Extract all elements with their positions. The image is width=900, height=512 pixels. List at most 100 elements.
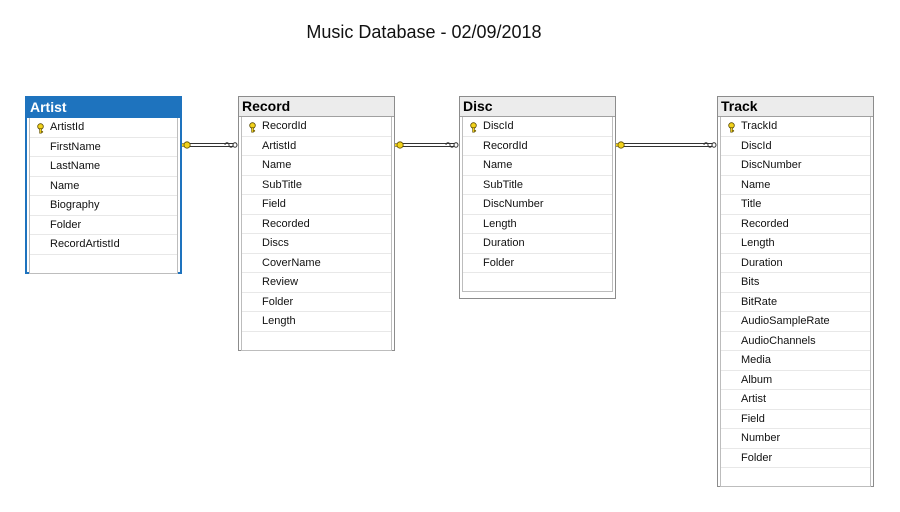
column-row[interactable]: Biography — [30, 196, 177, 216]
column-row[interactable]: Bits — [721, 273, 870, 293]
column-row[interactable]: BitRate — [721, 293, 870, 312]
column-name: Artist — [741, 393, 767, 405]
empty-row — [721, 468, 870, 486]
column-row[interactable]: Review — [242, 273, 391, 293]
column-row[interactable]: Duration — [721, 254, 870, 273]
column-name: Length — [262, 315, 296, 327]
empty-row — [242, 332, 391, 350]
column-name: Review — [262, 276, 299, 288]
column-name: Recorded — [262, 217, 310, 230]
column-name: Folder — [483, 256, 515, 269]
column-name: Folder — [741, 451, 773, 464]
column-row[interactable]: AudioSampleRate — [721, 312, 870, 332]
column-row[interactable]: SubTitle — [242, 176, 391, 195]
column-name: Media — [741, 354, 771, 366]
column-row[interactable]: RecordId — [463, 137, 612, 156]
column-name: FirstName — [50, 140, 101, 153]
column-name: RecordId — [262, 120, 307, 132]
column-row[interactable]: DiscNumber — [721, 156, 870, 176]
table-header[interactable]: Disc — [460, 97, 615, 117]
empty-row — [30, 255, 177, 273]
column-name: RecordId — [483, 139, 528, 152]
column-name: Folder — [50, 218, 82, 231]
column-row[interactable]: Length — [463, 215, 612, 234]
relationship-many-icon — [445, 142, 459, 148]
column-name: ArtistId — [50, 121, 85, 133]
column-name: Discs — [262, 237, 289, 249]
column-row[interactable]: Field — [242, 195, 391, 215]
column-row[interactable]: Length — [242, 312, 391, 332]
column-row[interactable]: LastName — [30, 157, 177, 177]
column-row[interactable]: Folder — [242, 293, 391, 312]
column-name: Biography — [50, 199, 100, 211]
column-row[interactable]: Length — [721, 234, 870, 254]
empty-row — [463, 273, 612, 291]
table-header[interactable]: Track — [718, 97, 873, 117]
column-row[interactable]: RecordId — [242, 117, 391, 137]
column-name: Name — [50, 179, 80, 192]
column-row[interactable]: Artist — [721, 390, 870, 410]
column-row[interactable]: Discs — [242, 234, 391, 254]
relationship-artist-record[interactable] — [179, 141, 238, 149]
column-name: Bits — [741, 276, 760, 288]
column-row[interactable]: AudioChannels — [721, 332, 870, 351]
column-row[interactable]: DiscId — [463, 117, 612, 137]
column-row[interactable]: DiscNumber — [463, 195, 612, 215]
column-name: AudioChannels — [741, 334, 816, 347]
column-row[interactable]: ArtistId — [30, 118, 177, 138]
column-name: LastName — [50, 160, 101, 172]
relationship-disc-track[interactable] — [613, 141, 717, 149]
primary-key-icon — [35, 122, 46, 134]
column-row[interactable]: CoverName — [242, 254, 391, 273]
column-row[interactable]: Media — [721, 351, 870, 371]
column-row[interactable]: SubTitle — [463, 176, 612, 195]
relationship-many-icon — [703, 142, 717, 148]
column-row[interactable]: Name — [242, 156, 391, 176]
column-name: Name — [741, 178, 771, 191]
column-row[interactable]: Title — [721, 195, 870, 215]
column-row[interactable]: Number — [721, 429, 870, 449]
column-name: DiscId — [483, 120, 514, 132]
column-name: DiscNumber — [741, 159, 802, 171]
column-row[interactable]: Folder — [463, 254, 612, 273]
relationship-record-disc[interactable] — [392, 141, 459, 149]
column-row[interactable]: ArtistId — [242, 137, 391, 156]
column-row[interactable]: Recorded — [242, 215, 391, 234]
table-header[interactable]: Record — [239, 97, 394, 117]
column-row[interactable]: Folder — [721, 449, 870, 468]
column-row[interactable]: DiscId — [721, 137, 870, 156]
column-name: Title — [741, 198, 762, 210]
column-name: Name — [262, 159, 292, 171]
column-name: Field — [741, 412, 765, 425]
column-name: Name — [483, 159, 513, 171]
column-row[interactable]: RecordArtistId — [30, 235, 177, 255]
column-name: CoverName — [262, 256, 321, 269]
column-row[interactable]: FirstName — [30, 138, 177, 157]
column-name: Length — [741, 237, 775, 249]
primary-key-icon — [468, 121, 479, 133]
column-name: Number — [741, 432, 781, 444]
table-header[interactable]: Artist — [27, 98, 180, 118]
column-row[interactable]: TrackId — [721, 117, 870, 137]
column-row[interactable]: Duration — [463, 234, 612, 254]
column-row[interactable]: Field — [721, 410, 870, 429]
column-name: BitRate — [741, 295, 778, 308]
column-row[interactable]: Name — [721, 176, 870, 195]
column-name: AudioSampleRate — [741, 315, 830, 327]
column-name: Duration — [483, 237, 525, 249]
column-row[interactable]: Name — [30, 177, 177, 196]
column-name: Album — [741, 373, 773, 386]
column-row[interactable]: Album — [721, 371, 870, 390]
column-row[interactable]: Recorded — [721, 215, 870, 234]
column-name: SubTitle — [483, 178, 523, 191]
column-row[interactable]: Name — [463, 156, 612, 176]
column-row[interactable]: Folder — [30, 216, 177, 235]
